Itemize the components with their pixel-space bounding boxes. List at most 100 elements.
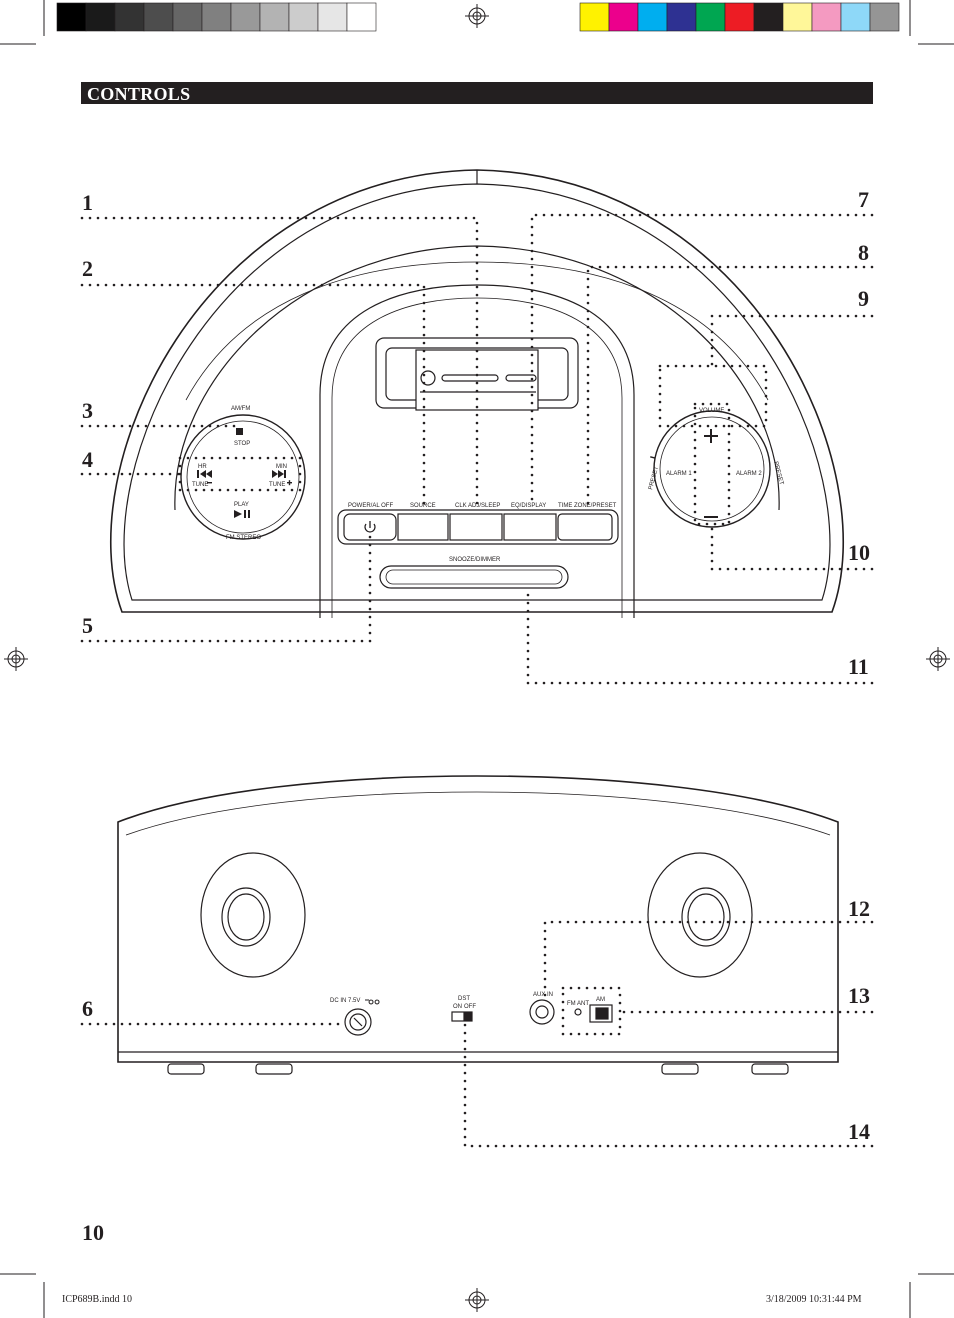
label-dst-off: OFF [464, 1004, 476, 1010]
callout-2: 2 [82, 256, 93, 281]
color-bar [579, 2, 900, 32]
color-swatch [579, 2, 610, 32]
callout-6: 6 [82, 996, 93, 1021]
label-play: PLAY [234, 502, 249, 508]
dock-housing [319, 284, 635, 618]
minus-icon [704, 516, 718, 518]
volume-dial[interactable] [653, 410, 771, 528]
label-alarm2: ALARM 2 [736, 471, 762, 477]
callout-10: 10 [848, 540, 870, 565]
callout-14: 14 [848, 1119, 870, 1144]
callout-7: 7 [858, 187, 869, 212]
label-stop: STOP [234, 441, 250, 447]
label-dst: DST [458, 996, 470, 1002]
grayscale-swatch [114, 2, 145, 32]
callout-4: 4 [82, 447, 93, 472]
color-swatch [724, 2, 755, 32]
prev-track-icon [197, 470, 212, 478]
color-swatch [608, 2, 639, 32]
color-swatch [869, 2, 900, 32]
leader-9-box [658, 364, 768, 428]
bass-port-left [200, 852, 306, 978]
label-min: MIN [276, 464, 287, 470]
grayscale-swatch [259, 2, 290, 32]
power-icon [364, 521, 376, 533]
label-time-zone: TIME ZONE/PRESET [558, 503, 617, 509]
leader-4-box [178, 456, 302, 492]
plus-icon [704, 429, 718, 443]
color-swatch [811, 2, 842, 32]
foot-right-inner [661, 1063, 699, 1075]
label-fm-stereo: FM STEREO [226, 535, 261, 541]
grayscale-swatch [317, 2, 348, 32]
label-dst-on: ON [453, 1004, 462, 1010]
label-eq: EQ/DISPLAY [511, 503, 546, 509]
color-swatch [782, 2, 813, 32]
label-aux-in: AUX IN [533, 992, 553, 998]
leader-11 [526, 586, 874, 685]
color-swatch [753, 2, 784, 32]
label-am: AM [596, 997, 605, 1003]
slug-filename: ICP689B.indd 10 [62, 1294, 133, 1305]
label-dc-in: DC IN 7.5V [330, 998, 360, 1004]
section-header-bar: CONTROLS [81, 82, 873, 104]
bass-port-right [647, 852, 753, 978]
grayscale-bar [56, 2, 377, 32]
label-tune-plus: TUNE [269, 482, 285, 488]
power-button[interactable] [343, 513, 397, 541]
callout-11: 11 [848, 654, 869, 679]
grayscale-swatch [172, 2, 203, 32]
slug-timestamp: 3/18/2009 10:31:44 PM [766, 1294, 862, 1305]
color-swatch [695, 2, 726, 32]
grayscale-swatch [85, 2, 116, 32]
section-title: CONTROLS [87, 84, 191, 104]
am-antenna-terminal[interactable] [589, 1004, 613, 1023]
aux-in-jack[interactable] [529, 999, 555, 1025]
leader-7 [530, 213, 874, 507]
label-alarm1: ALARM 1 [666, 471, 692, 477]
callout-3: 3 [82, 398, 93, 423]
leader-12 [543, 920, 874, 1000]
grayscale-swatch [230, 2, 261, 32]
callout-1: 1 [82, 190, 93, 215]
eq-display-button[interactable] [503, 513, 557, 541]
grayscale-swatch [346, 2, 377, 32]
dst-switch[interactable] [451, 1011, 473, 1022]
label-clk: CLK ADJ/SLEEP [455, 503, 500, 509]
label-snooze: SNOOZE/DIMMER [449, 557, 501, 563]
foot-left-inner [255, 1063, 293, 1075]
play-pause-icon [234, 510, 250, 518]
label-volume: VOLUME [699, 408, 724, 414]
rear-body-outline [117, 775, 839, 1063]
mode-dial[interactable] [180, 414, 306, 540]
clk-adj-sleep-button[interactable] [449, 513, 503, 541]
source-button[interactable] [397, 513, 449, 541]
time-zone-preset-button[interactable] [557, 513, 613, 541]
front-view-diagram: AM/FM STOP HR MIN TUNE TUNE PLAY FM STER… [109, 169, 845, 618]
print-color-bars [56, 2, 900, 32]
control-button-strip [337, 509, 619, 545]
label-am-fm: AM/FM [231, 406, 250, 412]
leader-volume-box [693, 402, 731, 526]
callout-12: 12 [848, 896, 870, 921]
fm-antenna-socket[interactable] [574, 1008, 582, 1016]
snooze-dimmer-button[interactable] [379, 565, 569, 589]
callout-5: 5 [82, 613, 93, 638]
color-swatch [637, 2, 668, 32]
label-source: SOURCE [410, 503, 436, 509]
grayscale-swatch [56, 2, 87, 32]
dock-inner [331, 297, 623, 618]
leader-1 [80, 216, 479, 507]
leader-8 [586, 265, 874, 507]
label-hr: HR [198, 464, 207, 470]
leader-10 [710, 523, 874, 571]
leader-2 [80, 283, 426, 507]
dc-in-jack[interactable] [344, 1008, 372, 1036]
grayscale-swatch [288, 2, 319, 32]
label-tune-minus: TUNE [192, 482, 208, 488]
stop-icon [236, 428, 243, 435]
foot-left-outer [167, 1063, 205, 1075]
